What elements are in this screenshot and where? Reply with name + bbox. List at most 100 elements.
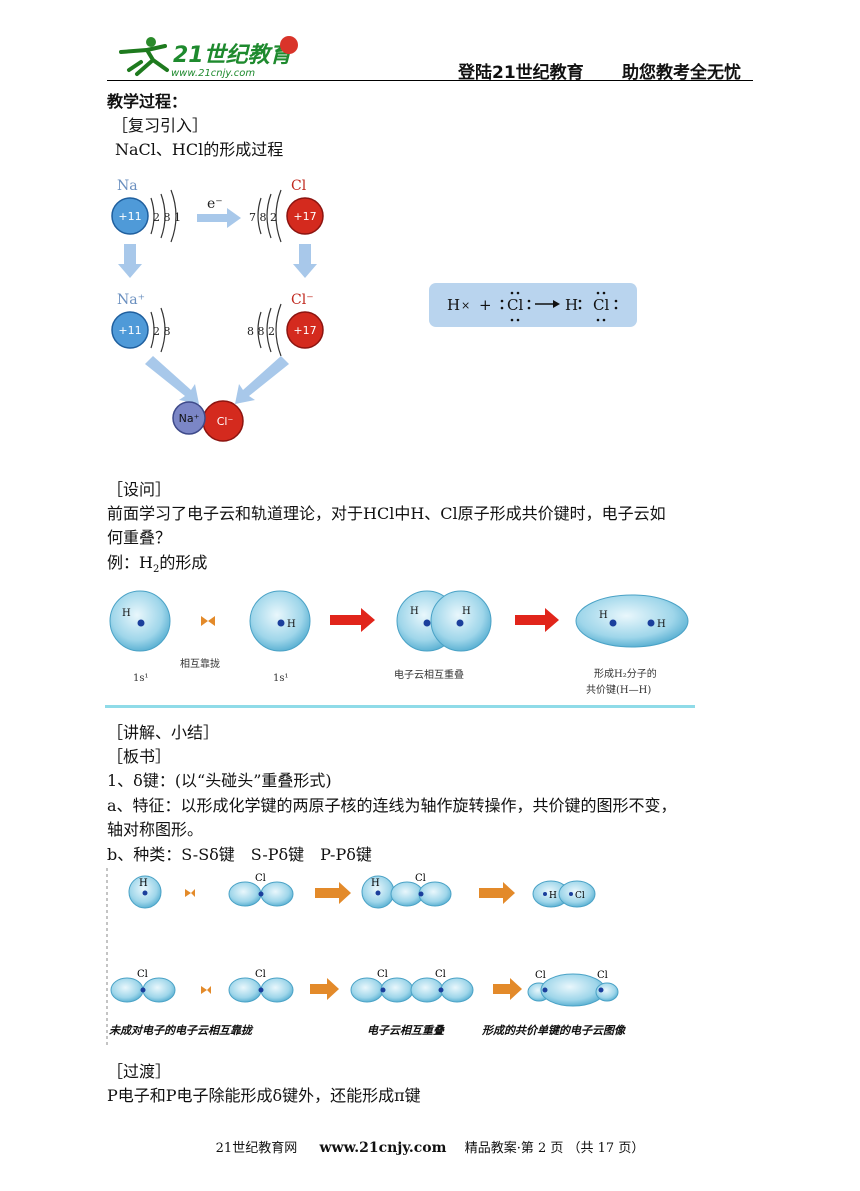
h2-caption-1: 1s¹ [133, 673, 149, 684]
process-arrow-1 [330, 608, 375, 632]
cl-ion-nucleus [286, 311, 324, 349]
na-shell-numbers: 2 8 1 [153, 211, 181, 224]
nacl-formation-diagram: Na +11 2 8 1 e⁻ Cl 7 8 2 +17 Na⁺ +11 2 8… [111, 178, 324, 442]
example-prefix: 例：H [107, 553, 153, 572]
cl-nucleus-charge: +17 [293, 210, 316, 223]
question-line-1: 前面学习了电子云和轨道理论，对于HCl中H、Cl原子形成共价键时，电子云如 [107, 504, 666, 523]
sp-nucleus-h [543, 892, 547, 896]
hcl-arrow-head [553, 300, 560, 308]
nacl-na-ion [172, 401, 206, 435]
pp-nucleus-2 [258, 987, 264, 993]
pp-bond-outer-right [595, 982, 619, 1002]
header-rule [107, 80, 753, 81]
runner-icon [119, 37, 169, 76]
row1-h-label-b: H [371, 878, 380, 889]
cl-dots-left [500, 291, 531, 322]
h-nucleus-2 [277, 619, 285, 627]
na-shells-icon [150, 189, 177, 243]
pp-lobe-7 [410, 977, 444, 1003]
review-intro-tag: ［复习引入］ [112, 116, 209, 135]
cl-shells-icon [257, 189, 282, 243]
row2-approach-arrows [191, 986, 221, 994]
h-label-6: H [657, 619, 666, 630]
sigma-caption-2: 电子云相互重叠 [367, 1024, 445, 1037]
row1-cl-label: Cl [255, 873, 266, 884]
cl-shell-numbers: 7 8 2 [249, 211, 277, 224]
na-combine-arrow [145, 356, 199, 404]
na-down-arrow [118, 244, 142, 278]
sp-nucleus-cl [569, 892, 573, 896]
example-suffix: 的形成 [159, 553, 208, 572]
na-nucleus [111, 197, 149, 235]
sigma-caption-3: 形成的共价单键的电子云图像 [481, 1024, 626, 1037]
teaching-process-heading: 教学过程： [107, 92, 188, 111]
h2-figure-rule [105, 705, 695, 708]
na-ion-label: Na⁺ [117, 292, 145, 308]
h-nucleus-5 [609, 619, 617, 627]
p-lobe-left-2 [390, 881, 424, 907]
pp-nucleus-5 [542, 987, 548, 993]
p-lobe-left-1 [228, 881, 262, 907]
nacl-na-label: Na⁺ [179, 412, 200, 425]
row1-h-label: H [139, 878, 148, 889]
cl-down-arrow [293, 244, 317, 278]
h2-caption-5b: 共价键(H—H) [586, 683, 651, 696]
h-nucleus-1 [137, 619, 145, 627]
example-line: 例：H2的形成 [107, 553, 207, 580]
electron-label: e⁻ [207, 196, 223, 212]
s-nucleus-h [142, 890, 148, 896]
pp-lobe-8 [440, 977, 474, 1003]
header-slogan-right: 助您教考全无忧 [622, 63, 741, 83]
question-line-2: 何重叠？ [107, 528, 172, 547]
pp-bond-center [540, 973, 606, 1007]
row1-h-label-c: H [549, 891, 557, 901]
sigma-caption-1: 未成对电子的电子云相互靠拢 [109, 1024, 254, 1037]
hcl-plus: + [479, 296, 492, 314]
pp-lobe-3 [228, 977, 262, 1003]
pp-nucleus-3 [380, 987, 386, 993]
h-label-5: H [599, 610, 608, 621]
transition-tag: ［过渡］ [107, 1062, 172, 1081]
row1-process-arrow-1 [315, 882, 351, 904]
h2-caption-4: 电子云相互重叠 [394, 668, 464, 681]
logo-url: www.21cnjy.com [171, 68, 255, 79]
footer-url[interactable]: www.21cnjy.com [319, 1140, 447, 1156]
pp-nucleus-4 [438, 987, 444, 993]
pp-lobe-5 [350, 977, 384, 1003]
pp-nucleus-1 [140, 987, 146, 993]
row2-cl-label-2: Cl [255, 969, 266, 980]
row1-cl-label-c: Cl [575, 891, 585, 901]
row2-cl-label-6: Cl [597, 970, 608, 981]
row2-cl-label-3: Cl [377, 969, 388, 980]
h2-molecule-cloud [575, 594, 689, 648]
row2-process-arrow-2 [493, 978, 522, 1000]
cl-ion-label: Cl⁻ [291, 292, 314, 308]
header-slogan-left: 登陆21世纪教育 [458, 63, 584, 83]
row1-process-arrow-2 [479, 882, 515, 904]
na-ion-shell-numbers: 2 8 [153, 325, 171, 338]
cl-nucleus [286, 197, 324, 235]
example-subscript: 2 [152, 564, 160, 576]
sp-bond-right [558, 880, 596, 908]
feature-line-2: 轴对称图形。 [107, 820, 204, 839]
hcl-electron-dot-formula: H × + Cl H Cl [429, 283, 637, 327]
hcl-cl-left: Cl [507, 296, 523, 314]
approach-arrow-left [208, 616, 229, 626]
h-label-1: H [122, 608, 131, 619]
hcl-cl-right: Cl [593, 296, 609, 314]
p-lobe-right-1 [260, 881, 294, 907]
cl-combine-arrow [235, 356, 289, 404]
p-nucleus-1 [258, 891, 264, 897]
h2-formation-figure: H H H H H H 1s¹ 相互靠拢 1s¹ 电子云相互重叠 形成H₂分子的… [105, 590, 695, 708]
site-logo[interactable]: 21世纪教育 www.21cnjy.com [107, 30, 307, 80]
header: 21世纪教育 www.21cnjy.com 登陆21世纪教育 助您教考全无忧 [107, 30, 753, 83]
hcl-h-right: H [565, 296, 578, 314]
cl-label: Cl [291, 178, 307, 194]
process-arrow-2 [515, 608, 559, 632]
explain-tag: ［讲解、小结］ [107, 723, 220, 742]
h2-caption-5a: 形成H₂分子的 [594, 667, 657, 680]
row2-process-arrow-1 [310, 978, 339, 1000]
p-lobe-right-2 [418, 881, 452, 907]
feature-line-1: a、特征：以形成化学键的两原子核的连线为轴作旋转操作，共价键的图形不变， [107, 796, 677, 815]
cl-ion-shell-numbers: 8 8 2 [247, 325, 275, 338]
